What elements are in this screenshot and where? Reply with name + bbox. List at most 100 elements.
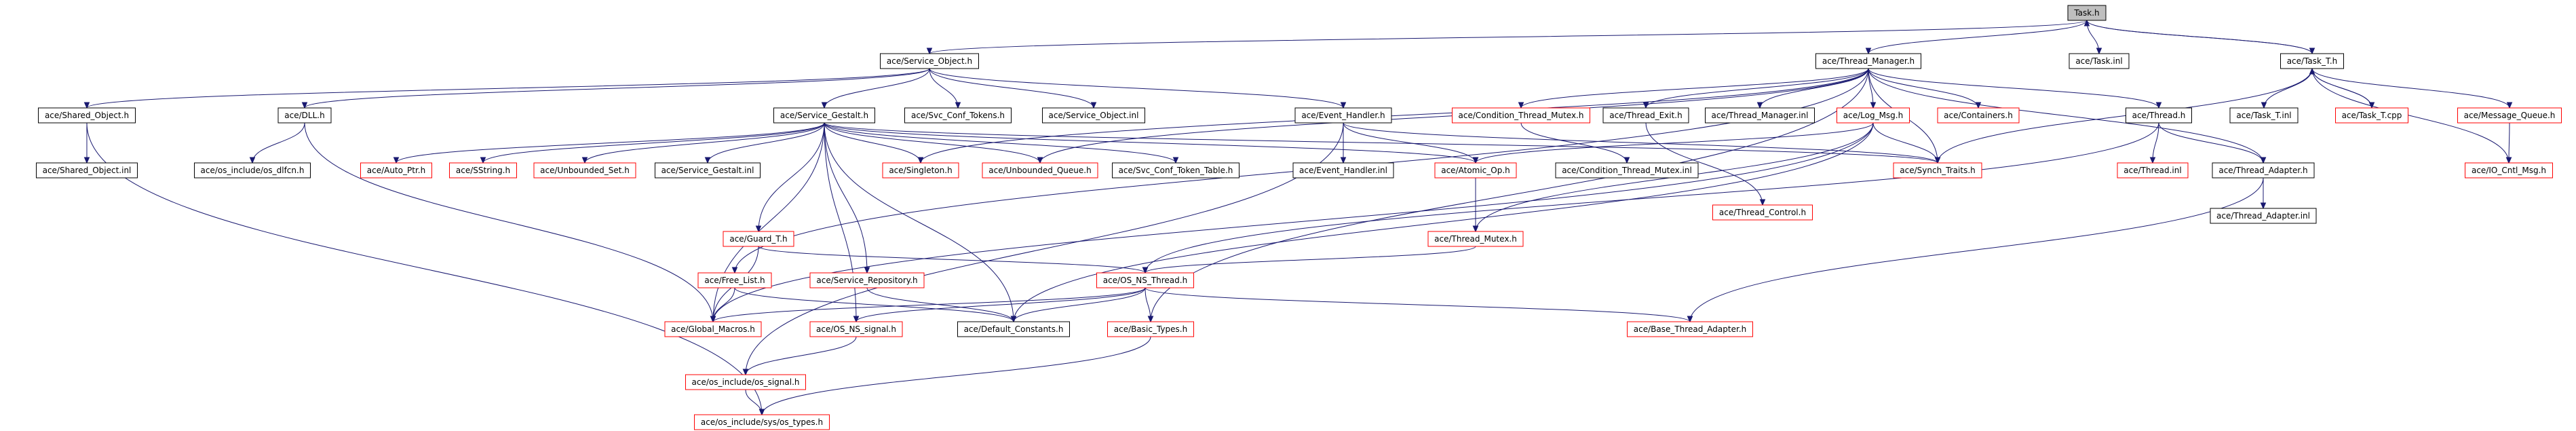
node-box[interactable] xyxy=(1602,107,1689,124)
node-svc-conf-token-table-h[interactable]: ace/Svc_Conf_Token_Table.h xyxy=(1112,162,1239,179)
node-box[interactable] xyxy=(1937,107,2020,124)
node-box[interactable] xyxy=(1705,107,1815,124)
node-box[interactable] xyxy=(982,162,1098,179)
node-box[interactable] xyxy=(1107,321,1194,337)
node-task-h[interactable]: Task.h xyxy=(2067,5,2107,21)
node-thread-manager-h[interactable]: ace/Thread_Manager.h xyxy=(1815,53,1921,69)
node-box[interactable] xyxy=(809,321,903,337)
node-box[interactable] xyxy=(194,162,311,179)
node-event-handler-h[interactable]: ace/Event_Handler.h xyxy=(1294,107,1392,124)
node-box[interactable] xyxy=(1452,107,1590,124)
node-task-inl[interactable]: ace/Task.inl xyxy=(2069,53,2130,69)
node-thread-exit-h[interactable]: ace/Thread_Exit.h xyxy=(1602,107,1689,124)
node-box[interactable] xyxy=(449,162,517,179)
node-box[interactable] xyxy=(2067,5,2107,21)
node-thread-h[interactable]: ace/Thread.h xyxy=(2126,107,2192,124)
node-box[interactable] xyxy=(957,321,1070,337)
node-thread-adapter-h[interactable]: ace/Thread_Adapter.h xyxy=(2212,162,2315,179)
node-thread-inl[interactable]: ace/Thread.inl xyxy=(2117,162,2189,179)
node-box[interactable] xyxy=(1112,162,1239,179)
node-os-ns-signal-h[interactable]: ace/OS_NS_signal.h xyxy=(809,321,903,337)
node-box[interactable] xyxy=(360,162,432,179)
node-os-signal-h[interactable]: ace/os_include/os_signal.h xyxy=(685,374,806,390)
node-global-macros-h[interactable]: ace/Global_Macros.h xyxy=(664,321,762,337)
node-task-t-cpp[interactable]: ace/Task_T.cpp xyxy=(2335,107,2408,124)
node-box[interactable] xyxy=(2212,162,2315,179)
node-box[interactable] xyxy=(1712,204,1813,221)
node-box[interactable] xyxy=(880,53,979,69)
node-box[interactable] xyxy=(697,272,772,288)
node-message-queue-h[interactable]: ace/Message_Queue.h xyxy=(2457,107,2562,124)
node-box[interactable] xyxy=(1294,107,1392,124)
node-box[interactable] xyxy=(1292,162,1394,179)
node-free-list-h[interactable]: ace/Free_List.h xyxy=(697,272,772,288)
node-thread-mutex-h[interactable]: ace/Thread_Mutex.h xyxy=(1427,231,1524,247)
node-box[interactable] xyxy=(2210,208,2317,224)
node-box[interactable] xyxy=(2457,107,2562,124)
node-event-handler-inl[interactable]: ace/Event_Handler.inl xyxy=(1292,162,1394,179)
node-svc-conf-tokens-h[interactable]: ace/Svc_Conf_Tokens.h xyxy=(904,107,1012,124)
node-os-dlfcn-h[interactable]: ace/os_include/os_dlfcn.h xyxy=(194,162,311,179)
node-box[interactable] xyxy=(2335,107,2408,124)
node-box[interactable] xyxy=(533,162,636,179)
node-dll-h[interactable]: ace/DLL.h xyxy=(277,107,332,124)
node-thread-control-h[interactable]: ace/Thread_Control.h xyxy=(1712,204,1813,221)
node-box[interactable] xyxy=(1427,231,1524,247)
node-service-object-h[interactable]: ace/Service_Object.h xyxy=(880,53,979,69)
node-box[interactable] xyxy=(2280,53,2344,69)
node-auto-ptr-h[interactable]: ace/Auto_Ptr.h xyxy=(360,162,432,179)
node-box[interactable] xyxy=(2117,162,2189,179)
node-box[interactable] xyxy=(1627,321,1753,337)
node-box[interactable] xyxy=(655,162,761,179)
node-box[interactable] xyxy=(36,162,138,179)
node-shared-object-h[interactable]: ace/Shared_Object.h xyxy=(38,107,136,124)
node-condition-thread-mutex-inl[interactable]: ace/Condition_Thread_Mutex.inl xyxy=(1555,162,1699,179)
node-task-t-inl[interactable]: ace/Task_T.inl xyxy=(2229,107,2299,124)
node-box[interactable] xyxy=(1837,107,1910,124)
node-box[interactable] xyxy=(694,414,830,430)
node-thread-manager-inl[interactable]: ace/Thread_Manager.inl xyxy=(1705,107,1815,124)
node-service-object-inl[interactable]: ace/Service_Object.inl xyxy=(1042,107,1145,124)
node-box[interactable] xyxy=(1096,272,1194,288)
node-service-repository-h[interactable]: ace/Service_Repository.h xyxy=(809,272,925,288)
node-log-msg-h[interactable]: ace/Log_Msg.h xyxy=(1837,107,1910,124)
node-atomic-op-h[interactable]: ace/Atomic_Op.h xyxy=(1434,162,1517,179)
node-box[interactable] xyxy=(2229,107,2299,124)
node-singleton-h[interactable]: ace/Singleton.h xyxy=(882,162,959,179)
node-io-cntl-msg-h[interactable]: ace/IO_Cntl_Msg.h xyxy=(2465,162,2553,179)
node-box[interactable] xyxy=(1434,162,1517,179)
node-box[interactable] xyxy=(1815,53,1921,69)
node-unbounded-queue-h[interactable]: ace/Unbounded_Queue.h xyxy=(982,162,1098,179)
node-box[interactable] xyxy=(277,107,332,124)
node-sstring-h[interactable]: ace/SString.h xyxy=(449,162,517,179)
node-basic-types-h[interactable]: ace/Basic_Types.h xyxy=(1107,321,1194,337)
node-box[interactable] xyxy=(685,374,806,390)
node-box[interactable] xyxy=(1893,162,1982,179)
node-box[interactable] xyxy=(809,272,925,288)
node-default-constants-h[interactable]: ace/Default_Constants.h xyxy=(957,321,1070,337)
node-box[interactable] xyxy=(2126,107,2192,124)
node-unbounded-set-h[interactable]: ace/Unbounded_Set.h xyxy=(533,162,636,179)
node-thread-adapter-inl[interactable]: ace/Thread_Adapter.inl xyxy=(2210,208,2317,224)
node-box[interactable] xyxy=(38,107,136,124)
node-box[interactable] xyxy=(1042,107,1145,124)
node-service-gestalt-h[interactable]: ace/Service_Gestalt.h xyxy=(773,107,875,124)
node-box[interactable] xyxy=(2465,162,2553,179)
node-box[interactable] xyxy=(723,231,794,247)
node-box[interactable] xyxy=(773,107,875,124)
node-box[interactable] xyxy=(904,107,1012,124)
node-service-gestalt-inl[interactable]: ace/Service_Gestalt.inl xyxy=(655,162,761,179)
node-containers-h[interactable]: ace/Containers.h xyxy=(1937,107,2020,124)
node-condition-thread-mutex-h[interactable]: ace/Condition_Thread_Mutex.h xyxy=(1452,107,1590,124)
node-box[interactable] xyxy=(664,321,762,337)
node-sys-os-types-h[interactable]: ace/os_include/sys/os_types.h xyxy=(694,414,830,430)
node-guard-t-h[interactable]: ace/Guard_T.h xyxy=(723,231,794,247)
node-base-thread-adapter-h[interactable]: ace/Base_Thread_Adapter.h xyxy=(1627,321,1753,337)
node-shared-object-inl[interactable]: ace/Shared_Object.inl xyxy=(36,162,138,179)
node-box[interactable] xyxy=(1555,162,1699,179)
node-box[interactable] xyxy=(882,162,959,179)
node-synch-traits-h[interactable]: ace/Synch_Traits.h xyxy=(1893,162,1982,179)
node-box[interactable] xyxy=(2069,53,2130,69)
node-task-t-h[interactable]: ace/Task_T.h xyxy=(2280,53,2344,69)
node-os-ns-thread-h[interactable]: ace/OS_NS_Thread.h xyxy=(1096,272,1194,288)
